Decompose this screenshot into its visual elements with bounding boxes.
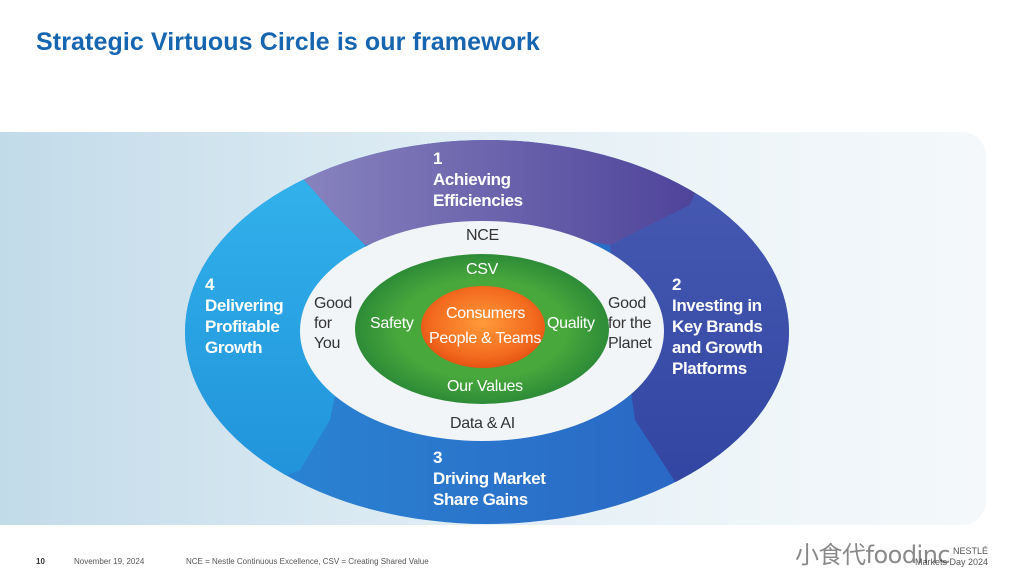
segment-3-label: Driving Market Share Gains [433,469,546,509]
middle-ring-left-label: Good for You [314,295,352,352]
values-ring-top-label: CSV [466,261,498,278]
segment-1-number: 1 [433,149,443,168]
core-ellipse [421,286,545,368]
segment-2-number: 2 [672,275,682,294]
event-name-line2: Markets Day 2024 [914,557,988,567]
middle-ring-top-label: NCE [466,227,499,244]
page-title: Strategic Virtuous Circle is our framewo… [36,28,540,56]
event-name-line1: NESTLÉ [952,546,988,556]
segment-2-label: Investing in Key Brands and Growth Platf… [672,296,763,378]
values-ring-bottom-label: Our Values [447,378,523,395]
core-label-people-teams: People & Teams [429,330,542,347]
footer-date: November 19, 2024 [74,557,145,566]
values-ring-left-label: Safety [370,315,414,332]
middle-ring-right-label: Good for the Planet [608,295,652,352]
segment-4-number: 4 [205,275,215,294]
middle-ring-bottom-label: Data & AI [450,415,515,432]
core-label-consumers: Consumers [446,305,526,322]
segment-4-label: Delivering Profitable Growth [205,296,284,357]
segment-3-number: 3 [433,448,443,467]
segment-1-label: Achieving Efficiencies [433,170,523,210]
footer-note: NCE = Nestle Continuous Excellence, CSV … [186,557,429,566]
segment-achieving-efficiencies [260,140,720,245]
page-number: 10 [36,557,45,566]
watermark-text: 小食代foodinc [795,541,951,569]
values-ring-right-label: Quality [547,315,595,332]
